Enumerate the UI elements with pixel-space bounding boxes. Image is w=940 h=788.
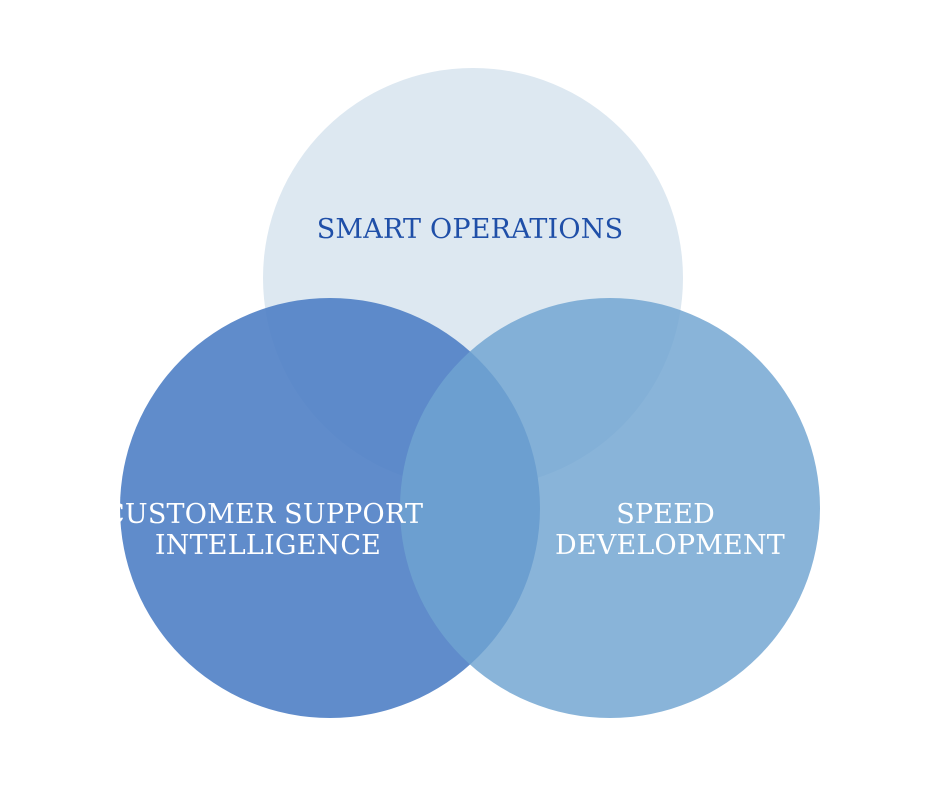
label-smart-operations-line-1: SMART OPERATIONS <box>317 214 624 245</box>
label-customer-support-intelligence-line-1: CUSTOMER SUPPORT <box>104 499 423 530</box>
label-speed-development: SPEED DEVELOPMENT <box>555 499 785 561</box>
label-speed-development-line-2: DEVELOPMENT <box>555 530 785 561</box>
label-customer-support-intelligence-line-2: INTELLIGENCE <box>155 530 381 561</box>
label-customer-support-intelligence: CUSTOMER SUPPORT INTELLIGENCE <box>104 499 432 561</box>
circle-speed-development <box>400 298 820 718</box>
label-smart-operations: SMART OPERATIONS <box>317 214 624 245</box>
label-speed-development-line-1: SPEED <box>616 499 715 530</box>
